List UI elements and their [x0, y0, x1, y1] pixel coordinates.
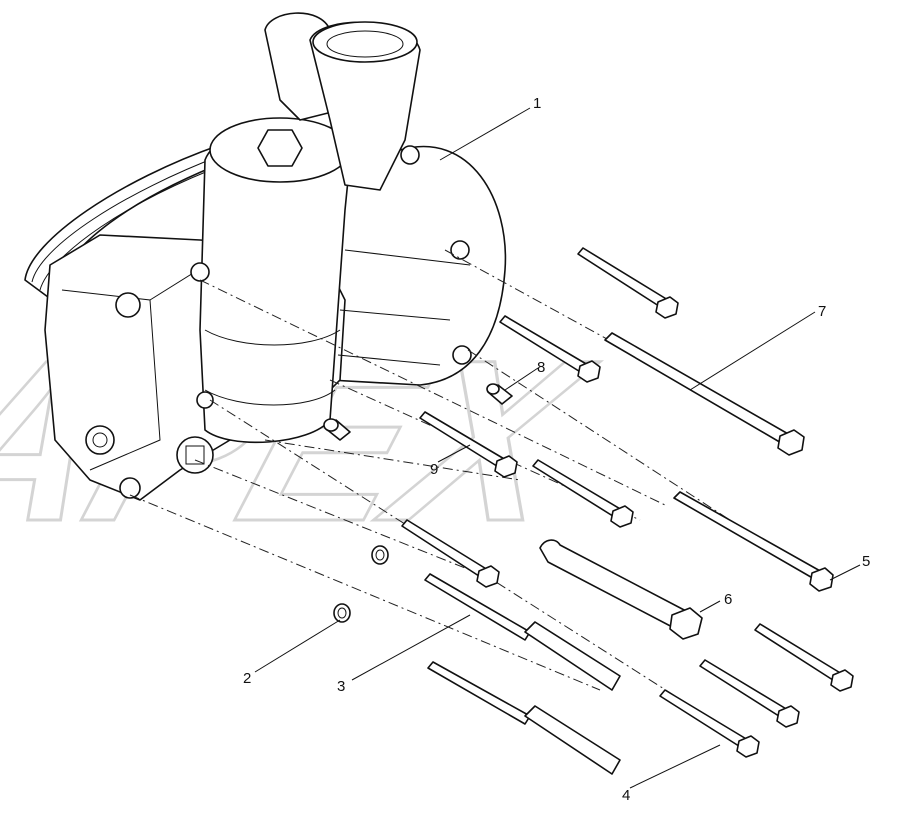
callout-9: 9 — [430, 461, 438, 478]
callout-6: 6 — [724, 591, 732, 608]
sealing-washers — [333, 545, 389, 623]
callout-leaders — [254, 107, 861, 789]
callout-5: 5 — [862, 553, 870, 570]
callout-3: 3 — [337, 678, 345, 695]
bolt-set — [401, 247, 854, 758]
callout-4: 4 — [622, 787, 630, 804]
stud-set — [424, 573, 621, 775]
callout-8: 8 — [537, 359, 545, 376]
callout-7: 7 — [818, 303, 826, 320]
callout-1: 1 — [533, 95, 541, 112]
callout-2: 2 — [243, 670, 251, 687]
filter-housing-assembly — [24, 12, 507, 501]
dowel-sleeves — [323, 383, 513, 441]
